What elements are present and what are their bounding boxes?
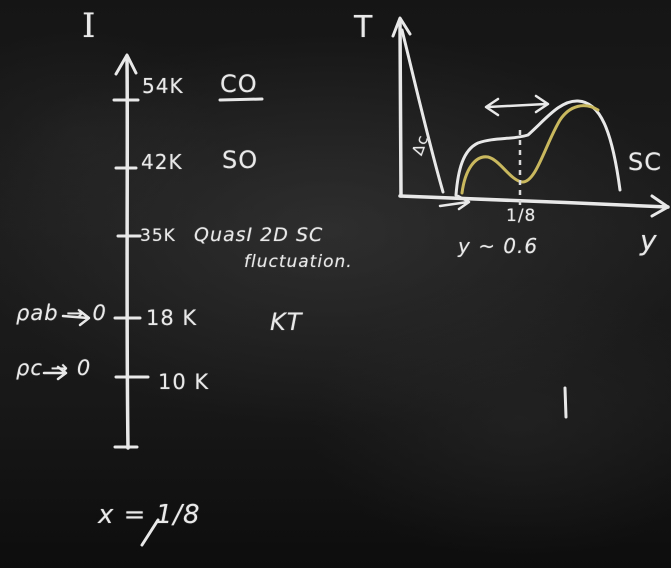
graph-tick-label: 1/8 <box>506 206 537 226</box>
label-fluctuation: fluctuation. <box>244 252 353 272</box>
label-co: CO <box>220 70 258 98</box>
fraction-slash <box>140 518 160 547</box>
note-pc-to-zero: ρc → 0 <box>16 356 92 380</box>
vertical-axis-arrowhead <box>114 53 138 76</box>
label-54k: 54K <box>142 74 184 98</box>
pc-arrow <box>42 365 68 381</box>
graph-y-arrowhead <box>391 16 412 38</box>
graph-region-label: SC <box>628 148 662 176</box>
left-axis-label: I <box>82 6 97 46</box>
label-42k: 42K <box>141 150 183 174</box>
label-10k: 10 K <box>158 370 210 394</box>
label-35k: 35K <box>140 226 176 246</box>
graph-x-note: y ~ 0.6 <box>458 234 539 258</box>
graph-x-label: y <box>640 224 658 257</box>
graph-y-label: T <box>354 10 374 45</box>
graph-y-axis <box>398 20 403 198</box>
co-underline <box>218 97 264 102</box>
label-kt: KT <box>270 308 303 336</box>
label-quasi-2d-sc: QuasI 2D SC <box>194 224 324 246</box>
sc-dome-curve <box>454 99 622 197</box>
graph-x-axis <box>398 194 670 209</box>
note-pab-to-zero: ρab → 0 <box>16 301 107 325</box>
graph-x-arrowhead <box>650 194 670 218</box>
pab-arrow <box>61 309 91 327</box>
doping-label: x = 1/8 <box>98 500 201 530</box>
stray-vertical-mark <box>563 386 568 419</box>
sc-dip-curve-yellow <box>460 104 600 195</box>
af-dome-line <box>400 28 445 194</box>
label-18k: 18 K <box>146 306 198 330</box>
origin-arrow <box>438 194 471 211</box>
vertical-axis-line <box>125 58 130 450</box>
label-so: SO <box>222 146 259 174</box>
double-arrow <box>484 94 550 117</box>
